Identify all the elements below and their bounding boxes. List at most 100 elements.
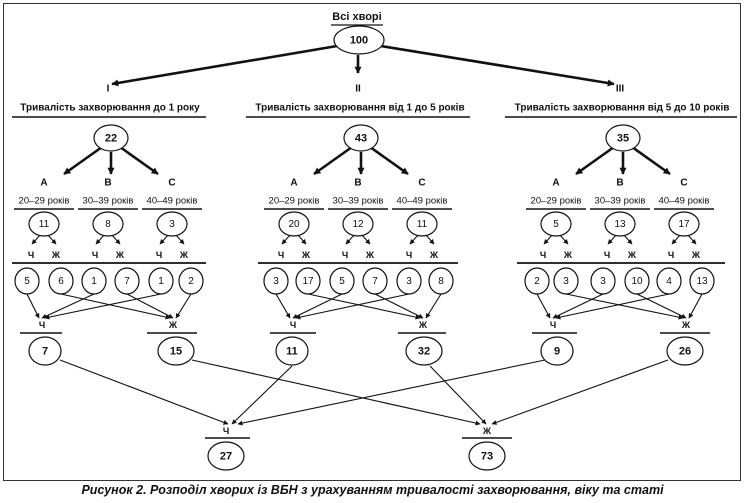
leaf-f-1-А: [48, 267, 74, 295]
leaf-m-2-А: [263, 267, 289, 295]
leaf-f-1-С: [178, 267, 204, 295]
sex-label-m-3-В: Ч: [604, 250, 610, 260]
arrow-group-2-to-A: [313, 145, 353, 176]
age-node-2-А-value: 20: [288, 219, 300, 230]
sex-label-f-3-А: Ж: [563, 250, 573, 260]
arrow-f3-to-total-f: [491, 359, 669, 425]
arrow-leaf-m-2-А: [275, 293, 291, 319]
leaf-m-3-С-value: 4: [666, 276, 672, 287]
group-2-node-value: 43: [355, 133, 367, 145]
group-3-node-value: 35: [617, 133, 629, 145]
sex-label-f-2-В: Ж: [365, 250, 375, 260]
age-letter-1-С: С: [168, 178, 175, 189]
arrow-leaf-f-1-А: [60, 293, 171, 320]
total-f-node-value: 73: [481, 451, 493, 463]
age-letter-1-А: А: [40, 178, 47, 189]
age-node-1-А-value: 11: [39, 219, 50, 230]
leaf-m-1-А-value: 5: [24, 276, 30, 287]
group-1-title: Тривалість захворювання до 1 року: [20, 103, 200, 114]
subtotal-f-node-3: [666, 336, 704, 366]
group-3-node: [605, 124, 641, 152]
arrow-group-3-to-A: [575, 145, 615, 176]
arrow-leaf-m-3-В: [552, 293, 604, 319]
sex-label-f-1-В: Ж: [115, 250, 125, 260]
arrow-leaf-m-1-С: [44, 293, 162, 320]
subtotal-m-node-3: [540, 336, 574, 366]
age-letter-3-В: В: [616, 178, 623, 189]
group-2-numeral: II: [355, 84, 361, 95]
sex-label-f-3-В: Ж: [627, 250, 637, 260]
sex-label-m-2-В: Ч: [342, 250, 348, 260]
arrow-leaf-f-3-В: [636, 293, 687, 319]
arrow-leaf-f-1-С: [175, 293, 192, 319]
leaf-f-3-С: [689, 267, 715, 295]
subtotal-f-label-1: Ж: [168, 320, 178, 330]
age-node-3-В: [604, 211, 636, 237]
sex-label-f-1-С: Ж: [179, 250, 189, 260]
leaf-m-1-С: [148, 267, 174, 295]
age-range-3-А: 20–29 років: [531, 196, 582, 207]
subtotal-m-label-1: Ч: [39, 320, 45, 330]
arrow-m1-to-total-m: [59, 359, 229, 425]
arrow-leaf-f-2-В: [374, 293, 424, 319]
age-node-2-С-value: 11: [417, 219, 428, 230]
age-range-2-С: 40–49 років: [397, 196, 448, 207]
leaf-m-1-С-value: 1: [158, 276, 164, 287]
leaf-m-2-С-value: 3: [406, 276, 412, 287]
total-f-node: [468, 441, 506, 471]
figure-frame: [3, 3, 741, 481]
subtotal-m-node-1: [28, 336, 62, 366]
arrow-group-3-to-C: [631, 145, 671, 176]
arrow-m2-to-total-m: [231, 365, 293, 425]
age-letter-1-В: В: [104, 178, 111, 189]
sex-label-f-1-А: Ж: [51, 250, 61, 260]
total-m-node: [207, 441, 245, 471]
root-node-value: 100: [350, 35, 368, 47]
age-range-2-А: 20–29 років: [269, 196, 320, 207]
sex-label-f-3-С: Ж: [691, 250, 701, 260]
leaf-m-2-А-value: 3: [273, 276, 279, 287]
sex-label-m-2-А: Ч: [278, 250, 284, 260]
arrow-leaf-f-1-В: [126, 293, 174, 319]
sex-label-f-2-С: Ж: [429, 250, 439, 260]
root-node: [333, 25, 385, 55]
leaf-m-2-В: [329, 267, 355, 295]
age-node-1-В: [92, 211, 124, 237]
group-3-numeral: III: [616, 84, 625, 95]
arrow-f2-to-total-f: [429, 365, 487, 425]
age-node-1-В-value: 8: [105, 219, 111, 230]
arrow-leaf-m-3-А: [536, 293, 551, 319]
age-range-1-С: 40–49 років: [147, 196, 198, 207]
total-m-node-value: 27: [220, 451, 232, 463]
age-node-2-В: [342, 211, 374, 237]
leaf-f-2-С: [428, 267, 454, 295]
arrow-m3-to-total-m: [237, 359, 546, 426]
age-node-2-В-value: 12: [352, 219, 364, 230]
subtotal-f-node-1: [157, 336, 195, 366]
age-letter-2-В: В: [354, 178, 361, 189]
age-range-1-В: 30–39 років: [83, 196, 134, 207]
subtotal-f-node-2-value: 32: [418, 346, 430, 358]
subtotal-m-node-3-value: 9: [554, 346, 560, 358]
age-range-1-А: 20–29 років: [19, 196, 70, 207]
leaf-f-1-А-value: 6: [58, 276, 64, 287]
leaf-f-3-А: [553, 267, 579, 295]
age-range-2-В: 30–39 років: [333, 196, 384, 207]
arrow-group-1-to-C: [119, 145, 159, 176]
leaf-f-2-В: [362, 267, 388, 295]
root-title: Всі хворі: [332, 11, 381, 23]
leaf-f-2-С-value: 8: [438, 276, 444, 287]
age-letter-3-А: А: [552, 178, 559, 189]
age-letter-3-С: С: [680, 178, 687, 189]
group-3-title: Тривалість захворювання від 5 до 10 рокі…: [515, 103, 730, 114]
age-node-2-С: [406, 211, 438, 237]
group-1-node: [93, 124, 129, 152]
age-node-3-В-value: 13: [614, 219, 626, 230]
total-m-label: Ч: [223, 426, 229, 436]
leaf-m-3-В-value: 3: [600, 276, 606, 287]
leaf-m-3-В: [590, 267, 616, 295]
arrow-leaf-m-3-С: [555, 293, 670, 320]
subtotal-m-node-1-value: 7: [42, 346, 48, 358]
sex-label-m-3-С: Ч: [668, 250, 674, 260]
